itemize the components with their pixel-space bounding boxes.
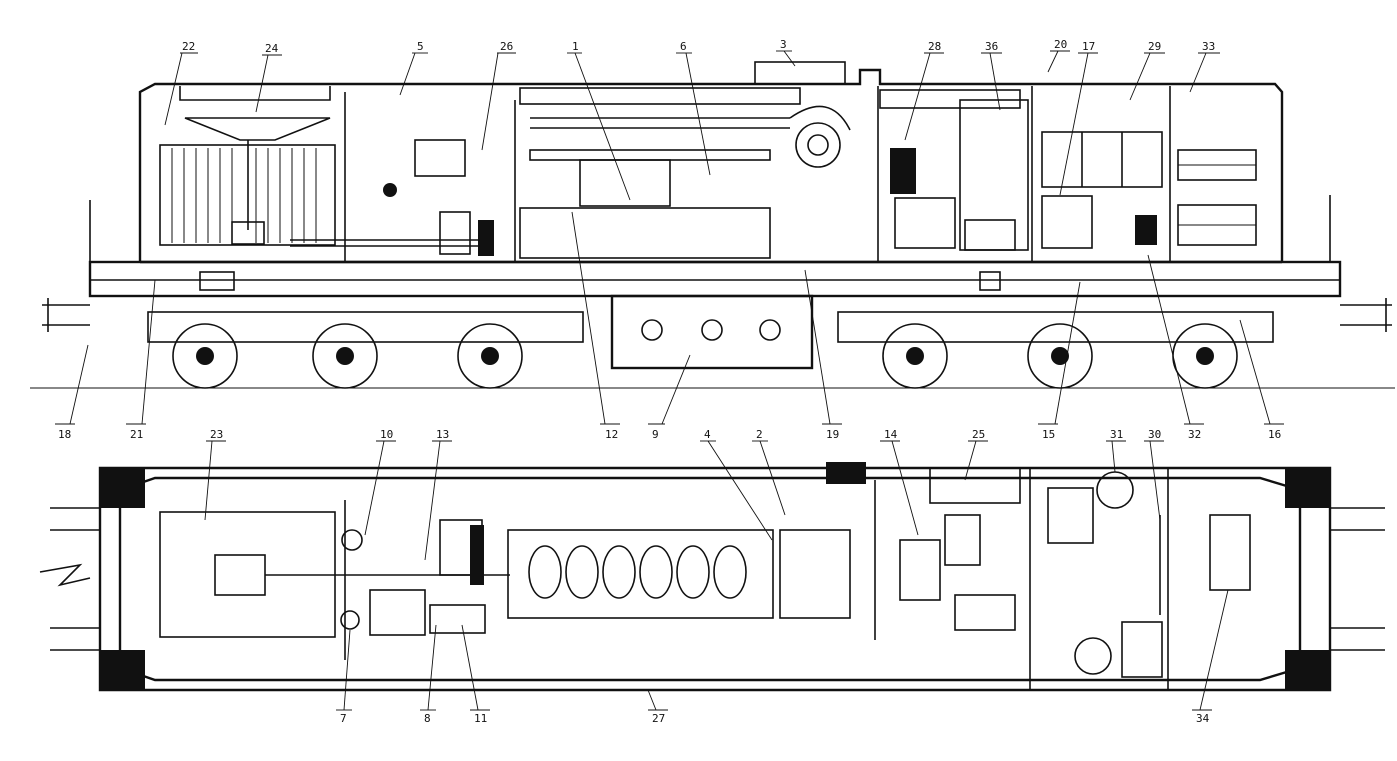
engine-cylinders [528, 545, 747, 599]
callout-18: 18 [58, 428, 71, 441]
callout-17: 17 [1082, 40, 1095, 53]
callout-28: 28 [928, 40, 941, 53]
callout-5: 5 [417, 40, 424, 53]
callout-33: 33 [1202, 40, 1215, 53]
radiator-slats [171, 148, 317, 243]
callout-32: 32 [1188, 428, 1201, 441]
callout-12: 12 [605, 428, 618, 441]
callout-8: 8 [424, 712, 431, 725]
callout-4: 4 [704, 428, 711, 441]
callout-3: 3 [780, 38, 787, 51]
callout-11: 11 [474, 712, 487, 725]
side-elevation [30, 61, 1395, 389]
callout-6: 6 [680, 40, 687, 53]
rear-bogie-wheels [882, 323, 1238, 389]
callout-10: 10 [380, 428, 393, 441]
callout-2: 2 [756, 428, 763, 441]
callout-9: 9 [652, 428, 659, 441]
callout-25: 25 [972, 428, 985, 441]
callout-24: 24 [265, 42, 279, 55]
callout-27: 27 [652, 712, 665, 725]
plan-view [39, 462, 1385, 692]
callout-13: 13 [436, 428, 449, 441]
callout-30: 30 [1148, 428, 1161, 441]
callout-36: 36 [985, 40, 998, 53]
callout-14: 14 [884, 428, 898, 441]
callout-26: 26 [500, 40, 513, 53]
callout-7: 7 [340, 712, 347, 725]
callout-22: 22 [182, 40, 195, 53]
callout-labels: 22 24 5 26 1 6 3 28 36 20 17 29 33 18 21… [55, 38, 1284, 725]
callout-34: 34 [1196, 712, 1210, 725]
callout-19: 19 [826, 428, 839, 441]
callout-29: 29 [1148, 40, 1161, 53]
callout-23: 23 [210, 428, 223, 441]
front-bogie-wheels [172, 323, 523, 389]
callout-21: 21 [130, 428, 143, 441]
callout-31: 31 [1110, 428, 1123, 441]
callout-1: 1 [572, 40, 579, 53]
callout-16: 16 [1268, 428, 1281, 441]
callout-15: 15 [1042, 428, 1055, 441]
callout-20: 20 [1054, 38, 1067, 51]
